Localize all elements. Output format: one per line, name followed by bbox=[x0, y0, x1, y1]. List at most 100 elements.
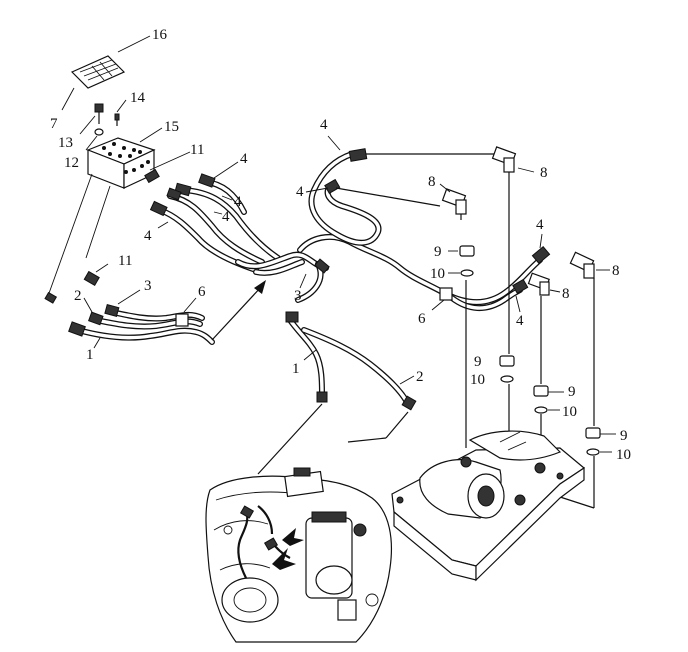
callout-4e: 4 bbox=[320, 117, 328, 133]
callout-10a: 10 bbox=[430, 266, 445, 282]
leader-to-elbow-8b bbox=[335, 187, 441, 207]
clamp-6a bbox=[175, 313, 189, 327]
leader-4c bbox=[213, 211, 223, 215]
nut-9a bbox=[459, 245, 475, 257]
callout-11a: 11 bbox=[190, 142, 204, 158]
nut-9b bbox=[499, 355, 515, 367]
leader-1a bbox=[93, 337, 101, 349]
connector-small-left bbox=[44, 291, 58, 304]
callout-11b: 11 bbox=[118, 253, 132, 269]
elbow-8c bbox=[527, 272, 550, 296]
ring-10d bbox=[586, 448, 600, 456]
leader-4g bbox=[539, 233, 543, 249]
junction-block-15 bbox=[86, 137, 156, 189]
leader-13 bbox=[79, 115, 96, 135]
hose-fittings-4-left bbox=[149, 173, 216, 217]
callout-6a: 6 bbox=[198, 284, 206, 300]
leader-16 bbox=[117, 35, 151, 53]
leader-8a bbox=[517, 167, 535, 173]
callout-10c: 10 bbox=[562, 404, 577, 420]
leader-2b bbox=[399, 375, 415, 385]
ring-10c bbox=[534, 406, 548, 414]
leader-4e bbox=[327, 135, 341, 151]
connector-2a bbox=[88, 311, 104, 326]
callout-9d: 9 bbox=[620, 428, 628, 444]
callout-6b: 6 bbox=[418, 311, 426, 327]
leader-6b bbox=[431, 299, 445, 311]
connector-1a bbox=[68, 321, 86, 337]
callout-4d: 4 bbox=[144, 228, 152, 244]
connector-3a bbox=[104, 303, 120, 317]
leader-cable-to-engine bbox=[257, 403, 323, 475]
callout-15: 15 bbox=[164, 119, 179, 135]
ring-10b bbox=[500, 375, 514, 383]
leader-11a bbox=[149, 151, 191, 171]
callout-10b: 10 bbox=[470, 372, 485, 388]
ring-10a bbox=[460, 269, 474, 277]
callout-4g: 4 bbox=[536, 217, 544, 233]
elbow-8d bbox=[569, 251, 595, 279]
fitting-4g bbox=[531, 245, 551, 265]
leader-15 bbox=[139, 127, 163, 143]
leader-7 bbox=[61, 87, 75, 111]
terminal-1b bbox=[316, 391, 328, 403]
callout-8a: 8 bbox=[540, 165, 548, 181]
callout-10d: 10 bbox=[616, 447, 631, 463]
leader-12 bbox=[85, 135, 98, 151]
callout-16: 16 bbox=[152, 27, 168, 43]
callout-13: 13 bbox=[58, 135, 73, 151]
callout-4b: 4 bbox=[234, 194, 242, 210]
washer-12 bbox=[94, 128, 104, 136]
connector-11a bbox=[144, 168, 160, 184]
leader-4a bbox=[213, 161, 239, 179]
callout-9b: 9 bbox=[474, 354, 482, 370]
callout-8c: 8 bbox=[562, 286, 570, 302]
arrow-marker-b bbox=[282, 528, 304, 546]
fitting-3b bbox=[314, 258, 330, 274]
leader-4d bbox=[157, 221, 169, 229]
leader-2a bbox=[83, 297, 93, 313]
bolt-13 bbox=[94, 103, 104, 124]
terminal-2b bbox=[401, 395, 417, 411]
callout-1a: 1 bbox=[86, 347, 94, 363]
arrow-marker-a bbox=[272, 548, 296, 570]
fitting-4f bbox=[324, 178, 341, 195]
leader-8b bbox=[439, 183, 451, 193]
callout-7: 7 bbox=[50, 116, 58, 132]
callout-8b: 8 bbox=[428, 174, 436, 190]
callout-14: 14 bbox=[130, 90, 146, 106]
clamp-cable-top bbox=[285, 311, 299, 323]
elbow-8b bbox=[441, 188, 467, 220]
leader-6a bbox=[183, 297, 197, 313]
leader-4b bbox=[221, 195, 233, 201]
callout-labels: 16 7 14 13 15 12 11 4 4 4 4 4 4 4 4 8 8 … bbox=[50, 27, 631, 463]
elbow-8a bbox=[491, 146, 517, 178]
leader-4f bbox=[305, 187, 329, 193]
nut-9d bbox=[585, 427, 601, 439]
callout-12: 12 bbox=[64, 155, 79, 171]
upper-harness-loop bbox=[308, 151, 382, 246]
hose-group-4-left bbox=[157, 179, 281, 273]
callout-8d: 8 bbox=[612, 263, 620, 279]
connector-11b bbox=[83, 270, 100, 287]
callout-3a: 3 bbox=[144, 278, 152, 294]
label-plate-16 bbox=[70, 55, 126, 89]
engine-assembly bbox=[205, 467, 393, 643]
leader-3a bbox=[117, 289, 141, 305]
callout-4f: 4 bbox=[296, 184, 304, 200]
callout-2b: 2 bbox=[416, 369, 424, 385]
leader-8c bbox=[549, 289, 561, 293]
leader-14 bbox=[116, 99, 127, 113]
cable-2b bbox=[301, 327, 411, 407]
screw-14 bbox=[114, 113, 120, 126]
fitting-4h bbox=[512, 278, 529, 295]
leader-4h bbox=[515, 295, 521, 313]
valve-body bbox=[391, 430, 586, 582]
callout-2a: 2 bbox=[74, 288, 82, 304]
leader-3b bbox=[299, 273, 307, 289]
assembly-arrow-line bbox=[211, 285, 263, 341]
leader-1b bbox=[303, 349, 317, 361]
callout-9a: 9 bbox=[434, 244, 442, 260]
